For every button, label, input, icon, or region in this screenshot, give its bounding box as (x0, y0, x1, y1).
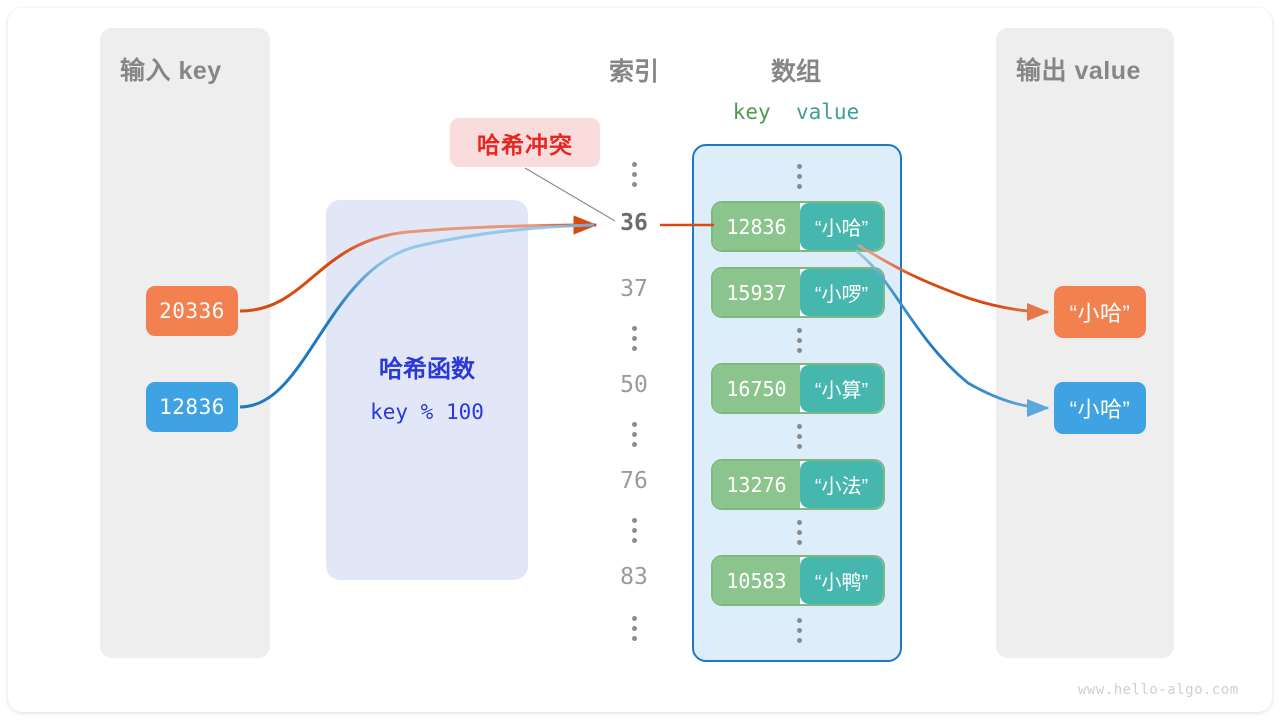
index-ellipsis (628, 518, 640, 544)
hash-function-box (326, 200, 528, 580)
entry-value-cell: “小法” (800, 461, 883, 508)
hash-collision-callout: 哈希冲突 (450, 118, 600, 167)
index-label-50: 50 (620, 372, 648, 398)
entry-value-cell: “小鸭” (800, 557, 883, 604)
array-ellipsis (793, 328, 805, 354)
index-label-83: 83 (620, 564, 648, 590)
key-value-header: key value (696, 100, 896, 124)
index-label-36: 36 (620, 210, 648, 236)
index-ellipsis (628, 162, 640, 188)
entry-value-cell: “小啰” (800, 269, 883, 316)
output-panel-title: 输出 value (1016, 57, 1141, 85)
watermark: www.hello-algo.com (1078, 682, 1239, 698)
output-panel (996, 28, 1174, 658)
entry-key-cell: 12836 (713, 203, 800, 250)
array-ellipsis (793, 164, 805, 190)
index-label-37: 37 (620, 276, 648, 302)
input-key-box-0: 20336 (146, 286, 238, 336)
array-ellipsis (793, 520, 805, 546)
hash-function-name: 哈希函数 (379, 356, 475, 383)
array-entry: 13276“小法” (711, 459, 885, 510)
output-value-box-1: “小哈” (1054, 382, 1146, 434)
entry-key-cell: 13276 (713, 461, 800, 508)
value-header-label: value (796, 100, 860, 124)
entry-key-cell: 10583 (713, 557, 800, 604)
entry-key-cell: 15937 (713, 269, 800, 316)
array-column-title: 数组 (770, 58, 821, 86)
input-panel (100, 28, 270, 658)
input-panel-title: 输入 key (120, 57, 222, 85)
index-label-76: 76 (620, 468, 648, 494)
index-ellipsis (628, 616, 640, 642)
input-key-box-1: 12836 (146, 382, 238, 432)
index-column: 36 37 50 76 83 (574, 148, 694, 658)
output-value-box-0: “小哈” (1054, 286, 1146, 338)
array-ellipsis (793, 424, 805, 450)
index-ellipsis (628, 422, 640, 448)
array-entry: 12836“小哈” (711, 201, 885, 252)
array-container: 12836“小哈”15937“小啰”16750“小算”13276“小法”1058… (692, 144, 902, 662)
index-column-title: 索引 (608, 58, 659, 86)
array-ellipsis (793, 618, 805, 644)
hash-function-expression: key % 100 (370, 400, 484, 424)
array-entry: 10583“小鸭” (711, 555, 885, 606)
entry-value-cell: “小哈” (800, 203, 883, 250)
index-ellipsis (628, 326, 640, 352)
array-entry: 15937“小啰” (711, 267, 885, 318)
array-entry: 16750“小算” (711, 363, 885, 414)
entry-key-cell: 16750 (713, 365, 800, 412)
diagram-canvas: 输入 key 输出 value 索引 数组 key value 哈希函数 key… (8, 8, 1272, 712)
entry-value-cell: “小算” (800, 365, 883, 412)
key-header-label: key (732, 100, 771, 124)
